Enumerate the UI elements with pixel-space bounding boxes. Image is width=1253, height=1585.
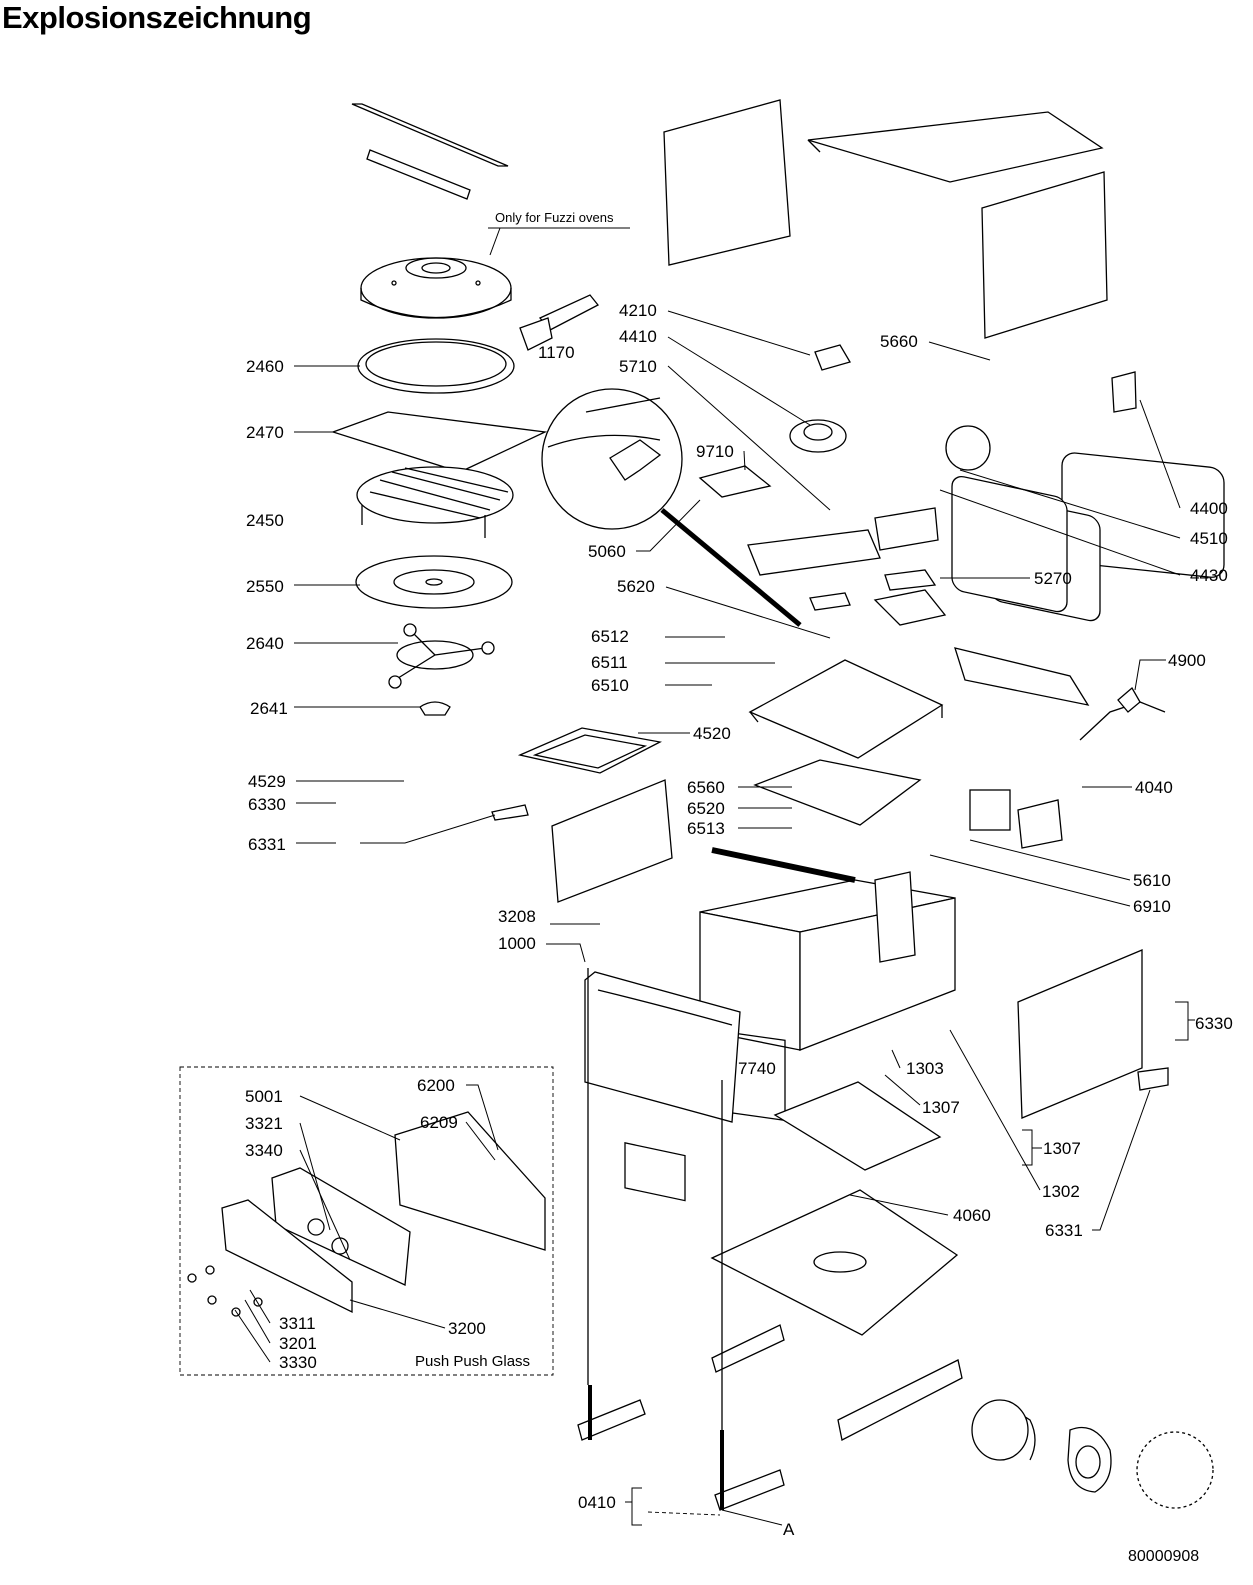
roller-support-2640 — [388, 623, 495, 689]
label-5001: 5001 — [245, 1087, 283, 1106]
label-9710: 9710 — [696, 442, 734, 461]
side-panel — [1017, 949, 1143, 1119]
label-4900: 4900 — [1168, 651, 1206, 670]
label-4520: 4520 — [693, 724, 731, 743]
push-glass-box — [179, 1066, 554, 1376]
clip-6331 — [491, 804, 529, 821]
label-6330-left: 6330 — [248, 795, 286, 814]
label-7740: 7740 — [738, 1059, 776, 1078]
glass-plate-2550 — [355, 555, 513, 609]
top-rail-parts — [351, 103, 509, 200]
label-5270: 5270 — [1034, 569, 1072, 588]
label-4430: 4430 — [1190, 566, 1228, 585]
coupler-2641 — [419, 701, 451, 716]
label-4210: 4210 — [619, 301, 657, 320]
label-3340: 3340 — [245, 1141, 283, 1160]
fuzzi-note: Only for Fuzzi ovens — [495, 210, 614, 225]
label-6560: 6560 — [687, 778, 725, 797]
label-6513: 6513 — [687, 819, 725, 838]
label-6200: 6200 — [417, 1076, 455, 1095]
roller-ring-2460 — [357, 338, 515, 394]
label-6910: 6910 — [1133, 897, 1171, 916]
label-5710: 5710 — [619, 357, 657, 376]
label-4060: 4060 — [953, 1206, 991, 1225]
base-plate-6510 — [748, 659, 944, 759]
cushion-6560 — [753, 759, 922, 826]
label-3311: 3311 — [279, 1314, 316, 1333]
control-components — [698, 344, 947, 626]
push-glass-note: Push Push Glass — [415, 1353, 530, 1370]
label-6511: 6511 — [591, 653, 628, 672]
grill-element-4520 — [517, 727, 662, 774]
label-1000: 1000 — [498, 934, 536, 953]
cabinet-panels — [663, 99, 1108, 339]
rack-2450 — [356, 466, 514, 538]
page-title: Explosionszeichnung — [2, 0, 312, 35]
label-1307-upper: 1307 — [922, 1098, 960, 1117]
label-4040: 4040 — [1135, 778, 1173, 797]
feet-rails — [577, 1324, 963, 1511]
label-6510: 6510 — [591, 676, 629, 695]
label-1302: 1302 — [1042, 1182, 1080, 1201]
door-frames — [945, 371, 1225, 622]
label-1307-lower: 1307 — [1043, 1139, 1081, 1158]
label-3208: 3208 — [498, 907, 536, 926]
base-tray — [710, 1081, 959, 1336]
label-3321: 3321 — [245, 1114, 283, 1133]
label-2550: 2550 — [246, 577, 284, 596]
label-5620: 5620 — [617, 577, 655, 596]
tray-2470 — [330, 411, 548, 473]
label-2640: 2640 — [246, 634, 284, 653]
part-labels: 2460 2470 2450 2550 2640 2641 1170 4529 … — [245, 301, 1233, 1539]
view-a-label: A — [783, 1520, 795, 1539]
leader-lines — [234, 310, 1195, 1526]
label-4410: 4410 — [619, 327, 657, 346]
drawing-number: 80000908 — [1128, 1548, 1200, 1565]
clip-6330 — [1137, 1067, 1169, 1091]
detail-views — [971, 1399, 1214, 1509]
label-4529: 4529 — [248, 772, 286, 791]
label-2450: 2450 — [246, 511, 284, 530]
label-3200: 3200 — [448, 1319, 486, 1338]
label-2470: 2470 — [246, 423, 284, 442]
magnetron-4040 — [969, 789, 1063, 849]
label-6331-left: 6331 — [248, 835, 286, 854]
label-3330: 3330 — [279, 1353, 317, 1372]
handle-tool-1170 — [519, 294, 600, 351]
label-3201: 3201 — [279, 1334, 317, 1353]
oven-cavity — [699, 847, 956, 1122]
label-5610: 5610 — [1133, 871, 1171, 890]
label-6209: 6209 — [420, 1113, 458, 1132]
label-0410: 0410 — [578, 1493, 616, 1512]
fan-detail-magnifier — [541, 388, 802, 627]
label-5060: 5060 — [588, 542, 626, 561]
rear-cover — [954, 647, 1090, 706]
label-5660: 5660 — [880, 332, 918, 351]
cable-4900 — [1079, 686, 1166, 741]
door-1000 — [584, 971, 741, 1202]
label-6520: 6520 — [687, 799, 725, 818]
label-6330-right: 6330 — [1195, 1014, 1233, 1033]
label-6512: 6512 — [591, 627, 629, 646]
control-panel — [187, 1111, 546, 1317]
label-1303: 1303 — [906, 1059, 944, 1078]
label-1170: 1170 — [538, 343, 575, 362]
label-4400: 4400 — [1190, 499, 1228, 518]
label-2641: 2641 — [250, 699, 288, 718]
label-6331-right: 6331 — [1045, 1221, 1083, 1240]
shield-plate — [551, 779, 673, 903]
label-4510: 4510 — [1190, 529, 1228, 548]
fuzzi-cover — [360, 257, 512, 319]
label-2460: 2460 — [246, 357, 284, 376]
